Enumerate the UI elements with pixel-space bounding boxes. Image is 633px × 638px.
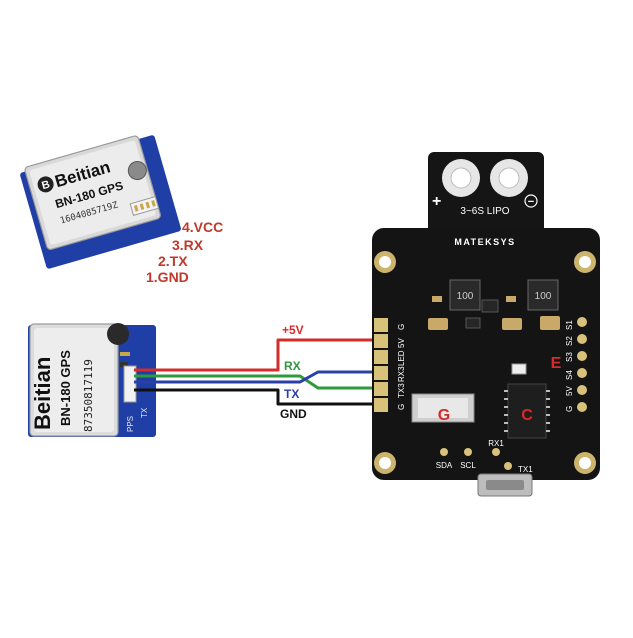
pad-scl: SCL (460, 461, 476, 470)
left-pad-column (374, 318, 388, 412)
wires (134, 338, 385, 406)
svg-text:G: G (397, 404, 406, 410)
gps-module-top: B Beitian BN-180 GPS 1604085719Z (20, 135, 181, 269)
svg-text:100: 100 (457, 291, 474, 302)
gps-side-serial: 87350817119 (82, 359, 95, 432)
svg-text:G: G (397, 324, 406, 330)
pdb-board: + − 3~6S LIPO MATEKSYS 100 100 (372, 152, 600, 497)
gps-side-model: BN-180 GPS (58, 350, 73, 426)
svg-text:G: G (565, 406, 574, 412)
wire-green (134, 374, 385, 390)
mcu-chip (507, 383, 547, 439)
letter-g: G (438, 407, 450, 424)
battery-label: 3~6S LIPO (460, 206, 509, 217)
pin-label-rx: 3.RX (172, 237, 204, 253)
gps-side-pin-tx: TX (140, 407, 149, 418)
svg-text:5V: 5V (397, 338, 406, 348)
svg-text:S4: S4 (565, 370, 574, 380)
svg-text:100: 100 (535, 291, 552, 302)
plus-symbol: + (432, 193, 441, 210)
wire-label-tx: TX (284, 387, 299, 401)
wire-label-rx: RX (284, 359, 301, 373)
pad-tx1: TX1 (518, 465, 533, 474)
pin-label-gnd: 1.GND (146, 269, 189, 285)
pad-sda: SDA (436, 461, 453, 470)
svg-text:5V: 5V (565, 386, 574, 396)
gps-module-side: Beitian BN-180 GPS 87350817119 PPS TX (28, 323, 156, 437)
pad-rx1: RX1 (488, 439, 504, 448)
wire-vcc (134, 338, 385, 372)
wire-label-vcc: +5V (282, 323, 304, 337)
svg-text:S2: S2 (565, 336, 574, 346)
svg-text:LED: LED (397, 350, 406, 366)
wire-label-gnd: GND (280, 407, 307, 421)
svg-text:TX3: TX3 (397, 383, 406, 398)
gps-side-pin-pps: PPS (126, 416, 135, 432)
svg-text:B: B (40, 178, 51, 192)
svg-text:S3: S3 (565, 352, 574, 362)
gps-side-brand: Beitian (30, 357, 55, 430)
gps-top-pin-labels: 4.VCC 3.RX 2.TX 1.GND (146, 219, 223, 285)
pin-label-tx: 2.TX (158, 253, 188, 269)
svg-text:S1: S1 (565, 320, 574, 330)
wire-blue (134, 370, 385, 384)
svg-text:RX3: RX3 (397, 366, 406, 382)
board-brand: MATEKSYS (454, 237, 515, 247)
wire-gnd (134, 388, 385, 406)
inductor-a (449, 279, 481, 311)
right-pad-column (577, 317, 587, 412)
antenna-icon (107, 323, 129, 345)
minus-symbol: − (528, 196, 534, 208)
gps-side-connector (123, 365, 137, 403)
pin-label-vcc: 4.VCC (182, 219, 223, 235)
letter-c: C (521, 407, 533, 424)
letter-e: E (551, 355, 562, 372)
inductor-b (527, 279, 559, 311)
